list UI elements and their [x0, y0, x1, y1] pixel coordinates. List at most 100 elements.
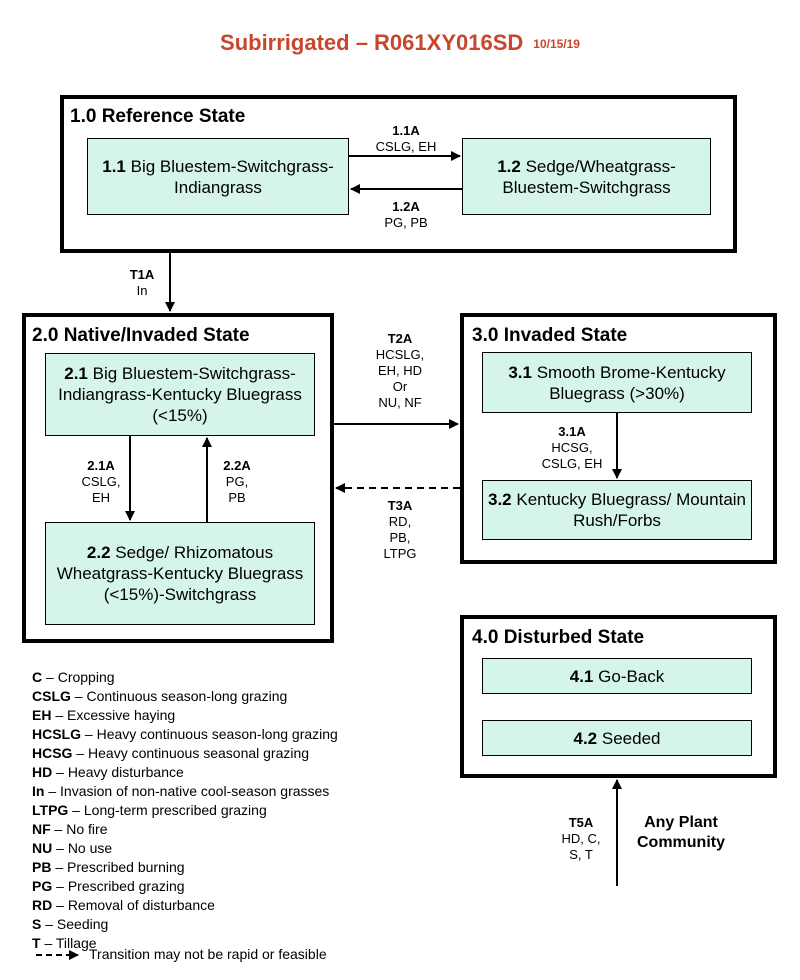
community-3-1-name: Smooth Brome-Kentucky Bluegrass (>30%): [536, 362, 726, 403]
legend-desc: Long-term prescribed grazing: [83, 802, 267, 818]
legend-desc: Cropping: [57, 669, 115, 685]
legend-desc: No use: [67, 840, 113, 856]
legend-abbr: PB: [32, 859, 52, 875]
community-3-2: 3.2 Kentucky Bluegrass/ Mountain Rush/Fo…: [482, 480, 752, 540]
label-1-2a-text: PG, PB: [384, 215, 428, 230]
community-4-1-number: 4.1: [569, 666, 594, 686]
legend-desc: Seeding: [56, 916, 109, 932]
label-t2a-line2: EH, HD: [377, 363, 423, 378]
legend-abbr: PG: [32, 878, 53, 894]
community-2-2: 2.2 Sedge/ Rhizomatous Wheatgrass-Kentuc…: [45, 522, 315, 625]
legend-item: In – Invasion of non-native cool-season …: [32, 783, 330, 799]
legend-desc: Continuous season-long grazing: [86, 688, 288, 704]
title-date: 10/15/19: [533, 37, 580, 52]
legend-item: HCSG – Heavy continuous seasonal grazing: [32, 745, 310, 761]
legend-desc: Invasion of non-native cool-season grass…: [60, 783, 330, 799]
legend-item: RD – Removal of disturbance: [32, 897, 215, 913]
label-1-2a: 1.2A PG, PB: [356, 199, 456, 231]
label-t2a: T2A HCSLG, EH, HD Or NU, NF: [355, 331, 445, 411]
community-2-1: 2.1 Big Bluestem-Switchgrass-Indiangrass…: [45, 353, 315, 436]
legend-item: EH – Excessive haying: [32, 707, 176, 723]
label-3-1a-line1: HCSG,: [551, 440, 593, 455]
legend-abbr: HCSLG: [32, 726, 81, 742]
any-plant-line1: Any Plant: [644, 814, 718, 831]
any-plant-line2: Community: [637, 834, 725, 851]
label-t1a: T1A In: [120, 267, 164, 299]
label-3-1a: 3.1A HCSG, CSLG, EH: [530, 424, 614, 472]
label-1-1a-text: CSLG, EH: [375, 139, 437, 154]
any-plant-community-label: Any Plant Community: [626, 813, 736, 853]
label-2-1a-line1: CSLG,: [81, 474, 121, 489]
community-1-1-number: 1.1: [102, 156, 126, 176]
legend: C – Cropping CSLG – Continuous season-lo…: [32, 668, 338, 953]
legend-item: LTPG – Long-term prescribed grazing: [32, 802, 267, 818]
legend-desc: Removal of disturbance: [67, 897, 215, 913]
label-2-1a-code: 2.1A: [87, 458, 115, 473]
legend-item: PG – Prescribed grazing: [32, 878, 185, 894]
legend-item: PB – Prescribed burning: [32, 859, 185, 875]
label-1-1a: 1.1A CSLG, EH: [356, 123, 456, 155]
legend-item: T – Tillage: [32, 935, 97, 951]
legend-item: NF – No fire: [32, 821, 108, 837]
legend-abbr: C: [32, 669, 43, 685]
community-3-1: 3.1 Smooth Brome-Kentucky Bluegrass (>30…: [482, 352, 752, 413]
label-t5a: T5A HD, C, S, T: [550, 815, 612, 863]
state-3-title: 3.0 Invaded State: [472, 325, 628, 346]
community-4-1: 4.1 Go-Back: [482, 658, 752, 694]
label-2-2a-line2: PB: [228, 490, 246, 505]
label-t5a-line2: S, T: [569, 847, 593, 862]
label-t2a-line3: Or: [392, 379, 408, 394]
legend-desc: Prescribed burning: [67, 859, 185, 875]
community-4-2-number: 4.2: [573, 728, 598, 748]
label-t5a-line1: HD, C,: [561, 831, 601, 846]
legend-item: CSLG – Continuous season-long grazing: [32, 688, 288, 704]
legend-desc: Heavy continuous season-long grazing: [96, 726, 338, 742]
label-t3a-line3: LTPG: [383, 546, 417, 561]
community-4-2: 4.2 Seeded: [482, 720, 752, 756]
community-1-2-name: Sedge/Wheatgrass-Bluestem-Switchgrass: [502, 156, 676, 197]
legend-desc: Tillage: [55, 935, 97, 951]
label-t1a-code: T1A: [129, 267, 155, 282]
legend-abbr: S: [32, 916, 42, 932]
community-2-2-name: Sedge/ Rhizomatous Wheatgrass-Kentucky B…: [56, 543, 304, 604]
label-3-1a-line2: CSLG, EH: [541, 456, 603, 471]
label-3-1a-code: 3.1A: [558, 424, 586, 439]
legend-item: HCSLG – Heavy continuous season-long gra…: [32, 726, 338, 742]
legend-item: S – Seeding: [32, 916, 109, 932]
label-2-2a-line1: PG,: [225, 474, 249, 489]
legend-abbr: RD: [32, 897, 53, 913]
community-1-1-name: Big Bluestem-Switchgrass-Indiangrass: [130, 156, 334, 197]
legend-abbr: In: [32, 783, 45, 799]
label-t3a-code: T3A: [387, 498, 413, 513]
state-4-title: 4.0 Disturbed State: [472, 627, 645, 648]
label-t2a-line1: HCSLG,: [375, 347, 425, 362]
label-t2a-line4: NU, NF: [378, 395, 422, 410]
community-2-1-number: 2.1: [64, 364, 88, 383]
community-2-1-name: Big Bluestem-Switchgrass-Indiangrass-Ken…: [58, 364, 302, 425]
state-1-title: 1.0 Reference State: [70, 106, 246, 127]
legend-dashed-text: Transition may not be rapid or feasible: [89, 946, 327, 962]
legend-abbr: CSLG: [32, 688, 71, 704]
label-2-2a: 2.2A PG, PB: [210, 458, 264, 506]
legend-abbr: HCSG: [32, 745, 73, 761]
community-4-2-name: Seeded: [601, 728, 661, 748]
community-1-2-number: 1.2: [497, 156, 521, 176]
community-4-1-name: Go-Back: [598, 666, 665, 686]
legend-desc: Excessive haying: [67, 707, 176, 723]
legend-abbr: HD: [32, 764, 53, 780]
legend-item: C – Cropping: [32, 669, 115, 685]
community-2-2-number: 2.2: [86, 543, 111, 562]
legend-desc: Heavy continuous seasonal grazing: [88, 745, 310, 761]
legend-desc: Heavy disturbance: [67, 764, 184, 780]
community-1-1: 1.1 Big Bluestem-Switchgrass-Indiangrass: [87, 138, 349, 215]
label-2-1a-line2: EH: [91, 490, 111, 505]
community-3-2-number: 3.2: [488, 490, 512, 509]
community-3-2-name: Kentucky Bluegrass/ Mountain Rush/Forbs: [516, 490, 746, 530]
label-1-1a-code: 1.1A: [392, 123, 420, 138]
legend-abbr: EH: [32, 707, 52, 723]
community-3-1-number: 3.1: [508, 362, 532, 382]
state-2-title: 2.0 Native/Invaded State: [32, 325, 250, 346]
label-t2a-code: T2A: [387, 331, 413, 346]
legend-desc: Prescribed grazing: [67, 878, 185, 894]
